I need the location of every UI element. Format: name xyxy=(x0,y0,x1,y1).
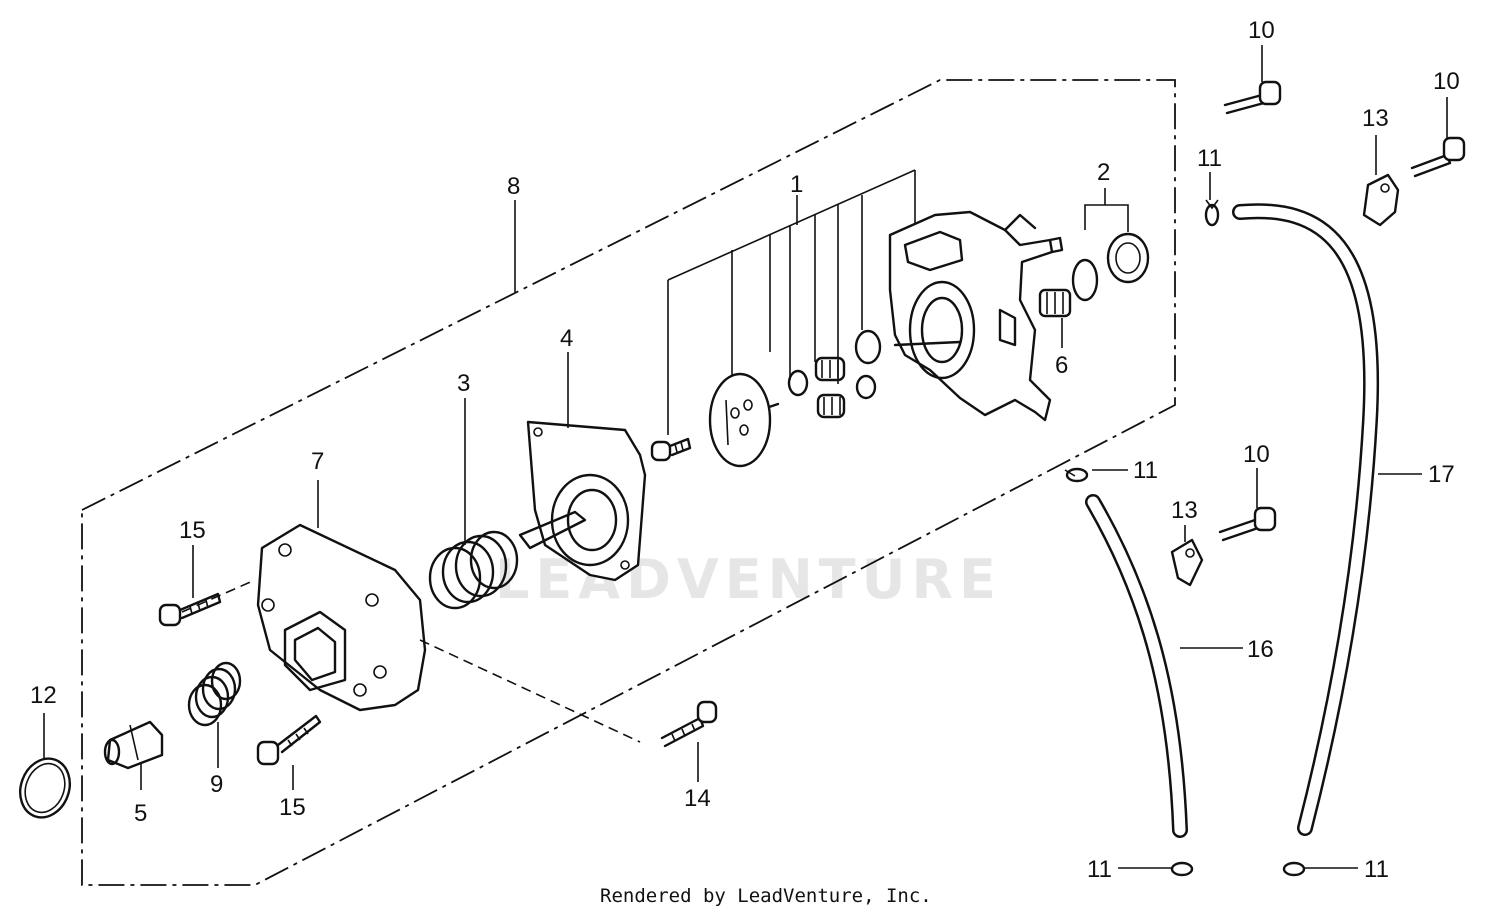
bolt-10-top xyxy=(1223,80,1282,115)
clamp-13-top xyxy=(1362,173,1400,227)
callout-11-top: 11 xyxy=(1197,145,1222,172)
callout-8: 8 xyxy=(507,173,520,200)
callout-15-upper: 15 xyxy=(179,517,206,544)
hose-clip-mid xyxy=(1064,467,1089,483)
callout-4: 4 xyxy=(560,325,573,352)
large-spring xyxy=(428,530,519,610)
pump-cover-plate xyxy=(518,420,647,582)
part-2-bracket xyxy=(1084,204,1129,232)
footer-credit: Rendered by LeadVenture, Inc. xyxy=(600,885,932,907)
callout-7: 7 xyxy=(311,448,324,475)
hose-clip-top xyxy=(1204,199,1220,227)
fitting-2 xyxy=(1071,232,1150,302)
leader-lines xyxy=(43,45,1448,869)
bolt-10-mid xyxy=(1218,506,1277,542)
clamp-13-mid xyxy=(1170,538,1204,587)
callout-11-mid: 11 xyxy=(1133,457,1158,484)
bolt-10-right xyxy=(1410,136,1466,178)
callout-11-bottom-right: 11 xyxy=(1364,856,1389,883)
callout-10-mid: 10 xyxy=(1243,441,1270,468)
callout-13-top: 13 xyxy=(1362,105,1389,132)
pump-body-housing xyxy=(888,210,1064,422)
assembly-outline xyxy=(81,79,1176,886)
hose-17 xyxy=(1232,203,1380,836)
callout-15-lower: 15 xyxy=(279,794,306,821)
callout-labels: 1 2 3 4 5 6 7 8 9 10 10 10 11 11 11 11 1… xyxy=(30,17,1460,883)
callout-10-right: 10 xyxy=(1433,68,1460,95)
callout-6: 6 xyxy=(1055,352,1068,379)
bolt-14-leader-dash xyxy=(419,639,641,743)
callout-10-top: 10 xyxy=(1248,17,1275,44)
callout-2: 2 xyxy=(1097,159,1110,186)
bolt-15-upper xyxy=(158,579,256,627)
callout-16: 16 xyxy=(1247,636,1274,663)
callout-5: 5 xyxy=(134,800,147,827)
callout-9: 9 xyxy=(210,771,223,798)
o-ring xyxy=(19,757,71,819)
callout-1: 1 xyxy=(790,171,803,198)
callout-17: 17 xyxy=(1428,461,1455,488)
valve-parts xyxy=(758,329,882,419)
bolt-14 xyxy=(660,700,718,748)
callout-13-mid: 13 xyxy=(1171,497,1198,524)
plunger xyxy=(103,720,164,770)
small-spring xyxy=(187,661,242,727)
hose-16 xyxy=(1085,494,1188,838)
bolt-15-lower xyxy=(256,714,322,766)
diaphragm-screw xyxy=(650,437,692,462)
callout-11-bottom-left: 11 xyxy=(1087,856,1112,883)
callout-3: 3 xyxy=(457,370,470,397)
diaphragm-plate xyxy=(708,372,772,468)
housing-plate xyxy=(256,523,427,712)
callout-14: 14 xyxy=(684,785,711,812)
part-1-bracket xyxy=(667,169,916,435)
callout-12: 12 xyxy=(30,682,57,709)
hose-clip-bottom-right xyxy=(1282,861,1306,877)
hose-clip-bottom-left xyxy=(1170,861,1194,877)
fitting-6 xyxy=(1038,288,1072,318)
